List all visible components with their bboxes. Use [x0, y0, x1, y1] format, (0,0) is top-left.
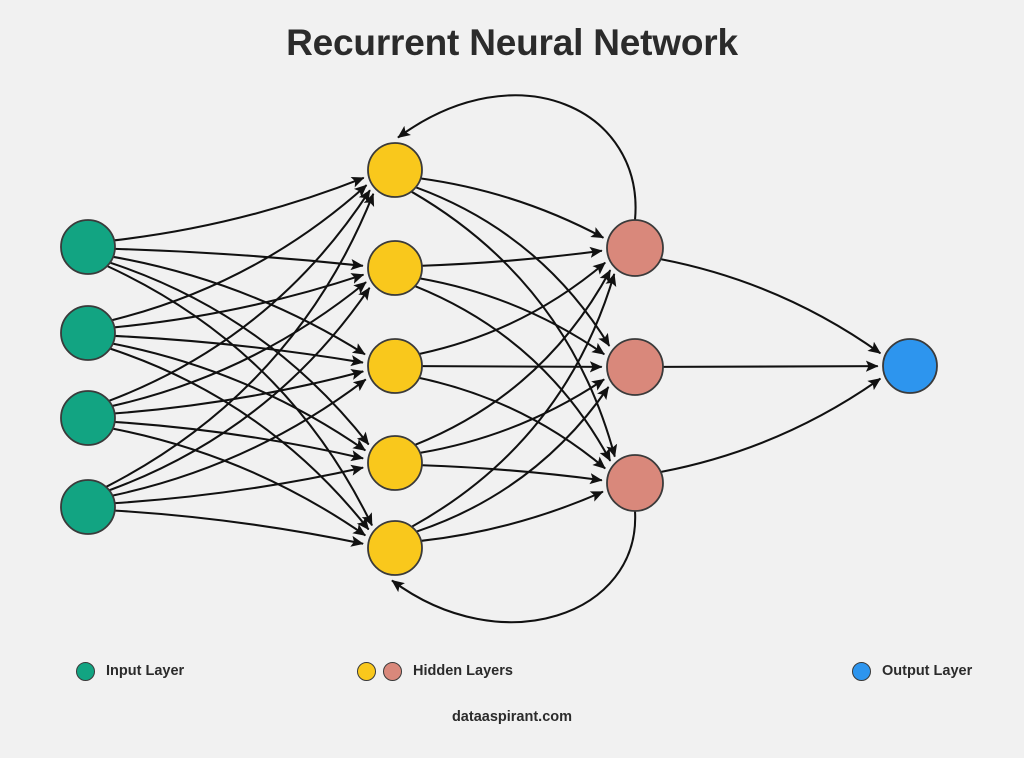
edge-h4-to-g1	[415, 269, 612, 446]
edge-i2-to-h3	[115, 334, 364, 367]
edge-i2-to-h4	[113, 342, 366, 452]
legend-item-output-layer[interactable]: Output Layer	[852, 658, 972, 684]
page-title: Recurrent Neural Network	[286, 22, 738, 63]
edge-i1-to-h2	[115, 247, 364, 271]
edge-g1-to-o1	[660, 258, 882, 355]
legend-label-output-layer: Output Layer	[882, 663, 973, 679]
edge-i3-to-h4	[115, 420, 364, 462]
node-group	[60, 142, 938, 576]
legend-item-input-layer[interactable]: Input Layer	[76, 658, 184, 684]
edge-h3-to-g3	[419, 377, 606, 470]
recurrent-edge-g1-to-h1	[397, 94, 637, 221]
edge-h3-to-g1	[419, 261, 606, 355]
hidden-layer-1-swatch-icon	[357, 661, 376, 681]
edge-h5-to-g2	[416, 386, 610, 533]
node-h4[interactable]	[367, 435, 423, 491]
edge-h1-to-g3	[411, 190, 618, 458]
edge-i4-to-h2	[109, 287, 371, 492]
node-h5[interactable]	[367, 520, 423, 576]
edge-i1-to-h5	[107, 265, 373, 527]
edge-i4-to-h4	[115, 464, 364, 505]
edge-i2-to-h1	[112, 184, 368, 322]
node-g2[interactable]	[606, 338, 664, 396]
node-i1[interactable]	[60, 219, 116, 275]
edge-i1-to-h4	[110, 261, 370, 446]
legend-item-hidden-layers[interactable]: Hidden Layers	[357, 658, 513, 684]
edge-i4-to-h1	[106, 193, 375, 488]
edge-h3-to-g2	[422, 361, 603, 373]
edge-i1-to-h3	[113, 255, 366, 356]
node-g3[interactable]	[606, 454, 664, 512]
edge-i4-to-h3	[112, 378, 367, 497]
edge-i3-to-h2	[112, 281, 367, 407]
recurrent-edge-g3-to-h5	[391, 510, 637, 624]
edge-h2-to-g3	[415, 285, 612, 462]
edge-i3-to-h5	[113, 427, 366, 537]
edge-h1-to-g1	[421, 177, 605, 239]
node-i2[interactable]	[60, 305, 116, 361]
edge-i2-to-h2	[114, 273, 365, 329]
edge-g2-to-o1	[663, 360, 879, 372]
legend-label-hidden-layers: Hidden Layers	[413, 663, 513, 679]
edge-i2-to-h5	[110, 347, 370, 531]
node-g1[interactable]	[606, 219, 664, 277]
edge-g3-to-o1	[661, 377, 881, 473]
output-layer-swatch-icon	[852, 661, 871, 681]
node-h2[interactable]	[367, 240, 423, 296]
edge-group	[106, 176, 882, 547]
node-o1[interactable]	[882, 338, 938, 394]
edge-h4-to-g3	[422, 464, 603, 485]
edge-h5-to-g3	[421, 490, 604, 542]
edge-i3-to-h1	[109, 189, 371, 402]
recurrent-edge-group	[391, 94, 637, 624]
edge-h2-to-g1	[422, 246, 603, 267]
node-h1[interactable]	[367, 142, 423, 198]
edge-h1-to-g2	[415, 186, 611, 347]
edge-h2-to-g2	[420, 277, 605, 356]
edge-h5-to-g1	[411, 273, 617, 528]
input-layer-swatch-icon	[76, 661, 95, 681]
footer-attribution: dataaspirant.com	[451, 709, 573, 725]
edge-h4-to-g2	[420, 378, 605, 454]
node-i3[interactable]	[60, 390, 116, 446]
hidden-layer-2-swatch-icon	[383, 661, 402, 681]
edge-i1-to-h1	[114, 176, 365, 242]
node-h3[interactable]	[367, 338, 423, 394]
edge-i3-to-h3	[115, 369, 364, 415]
legend-label-input-layer: Input Layer	[106, 663, 185, 679]
node-i4[interactable]	[60, 479, 116, 535]
edge-i4-to-h5	[115, 509, 364, 547]
